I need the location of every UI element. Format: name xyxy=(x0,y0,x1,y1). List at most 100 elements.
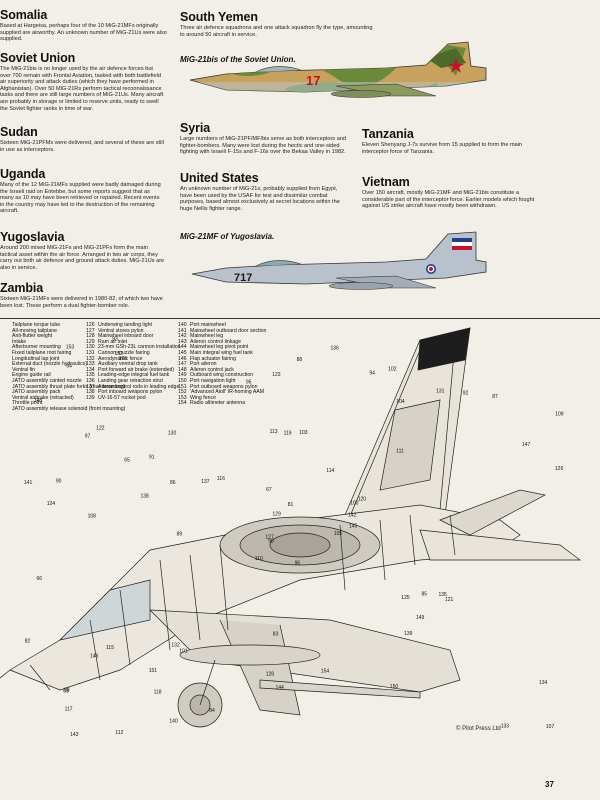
callout-number: 137 xyxy=(201,479,210,485)
key-text: Flap actuator fairing xyxy=(190,355,236,362)
key-text: JATO assembly release solenoid (front mo… xyxy=(12,405,126,412)
callout-number: 127 xyxy=(265,534,274,540)
key-text: Throttle point xyxy=(12,400,43,407)
entry-sudan: Sudan Sixteen MiG-21PFMs were delivered,… xyxy=(0,125,165,153)
key-text: Afterburner mounting xyxy=(12,344,61,351)
yugo-mig21-illustration: 717 xyxy=(191,231,487,290)
callout-number: 86 xyxy=(170,480,176,486)
key-text: Port inboard weapons pylon xyxy=(98,389,163,396)
key-text: Tailplane torque tube xyxy=(12,322,61,328)
callout-number: 81 xyxy=(288,502,294,508)
key-text: Landing gear retraction strut xyxy=(98,377,163,384)
callout-number: 143 xyxy=(70,732,79,738)
key-text: Outboard wing construction xyxy=(190,372,254,379)
key-number: 137 xyxy=(86,383,95,390)
entry-text: Over 150 aircraft, mostly MiG-21MF and M… xyxy=(362,190,535,210)
entry-title: Syria xyxy=(180,121,211,135)
callout-number: 151 xyxy=(149,668,158,674)
key-text: Aileron control rods in leading edge xyxy=(98,383,180,390)
key-text: Longitudinal lap joint xyxy=(12,355,60,362)
callout-number: 139 xyxy=(404,631,413,637)
section-divider xyxy=(0,318,600,319)
entry-soviet-union: Soviet Union The MiG-21bis is no longer … xyxy=(0,51,165,112)
key-number: 143 xyxy=(178,338,187,345)
key-number: 148 xyxy=(178,366,187,373)
key-text: Aerodynamic fence xyxy=(98,355,143,362)
key-entry: JATO assembly canted nozzle xyxy=(0,378,82,385)
callout-number: 84 xyxy=(209,708,215,714)
callout-number: 147 xyxy=(522,442,531,448)
callout-number: 110 xyxy=(255,556,263,562)
key-number: 144 xyxy=(178,344,187,351)
callout-number: 136 xyxy=(331,346,340,352)
entry-uganda: Uganda Many of the 12 MiG-21MFs supplied… xyxy=(0,167,165,215)
key-text: Port mainwheel xyxy=(190,322,226,328)
key-text: UV-16-57 rocket pod xyxy=(98,394,146,401)
callout-number: 146 xyxy=(90,653,99,659)
callout-number: 150 xyxy=(390,684,399,690)
entry-text: Sixteen MiG-21PFMs were delivered, and s… xyxy=(0,140,164,153)
entry-text: An unknown number of MiG-21s, probably s… xyxy=(180,186,340,212)
entry-title: Vietnam xyxy=(362,175,410,189)
key-number: 150 xyxy=(178,377,187,384)
callout-number: 135 xyxy=(439,592,448,598)
yugo-bort-number: 717 xyxy=(234,272,252,284)
callout-number: 125 xyxy=(401,595,410,601)
callout-number: 99 xyxy=(64,688,70,694)
entry-text: Around 200 mixed MiG-21Fs and MiG-21PFs … xyxy=(0,245,165,271)
callout-number: 145 xyxy=(349,524,358,530)
entry-text: The MiG-21bis is no longer used by the a… xyxy=(0,66,164,112)
callout-number: 85 xyxy=(422,592,428,598)
entry-text: Large numbers of MiG-21PF/MF/bis serve a… xyxy=(180,136,347,156)
key-text: Ventral fin xyxy=(12,366,36,373)
entry-text: Based at Hargeisa, perhaps four of the 1… xyxy=(0,23,167,43)
callout-number: 65 xyxy=(124,458,130,464)
key-entry: External duct (nozzle hydraulics) xyxy=(0,362,87,368)
key-entry: Afterburner mounting xyxy=(0,345,82,351)
key-number: 140 xyxy=(178,322,187,328)
key-entry: Intake xyxy=(0,339,82,346)
entry-text: Three air defence squadrons and one atta… xyxy=(180,25,373,38)
key-number: 129 xyxy=(86,338,95,345)
callout-number: 102 xyxy=(388,367,397,373)
key-text: Mainwheel outboard door section xyxy=(190,327,267,334)
callout-number: 98 xyxy=(268,539,274,545)
key-text: Aileron control jack xyxy=(190,366,234,373)
key-text: 23-mm GSh-23L cannon installation xyxy=(98,344,181,351)
entry-title: Sudan xyxy=(0,125,38,139)
entry-title: Zambia xyxy=(0,281,44,295)
key-number: 128 xyxy=(86,333,95,340)
key-text: Mainwheel leg pivot point xyxy=(190,344,249,351)
callout-number: 129 xyxy=(272,512,281,518)
callout-number: 109 xyxy=(555,412,564,418)
callout-number: 103 xyxy=(299,430,308,436)
callout-number: 116 xyxy=(217,476,225,482)
key-text: Mainwheel leg xyxy=(190,333,224,340)
key-number: 149 xyxy=(178,372,187,379)
callout-number: 115 xyxy=(106,645,114,651)
callout-number: 108 xyxy=(88,514,97,520)
soviet-bort-number: 17 xyxy=(306,73,320,88)
key-entry: JATO assembly thrust plate forks (rear m… xyxy=(0,384,125,391)
callout-number: 87 xyxy=(492,394,498,400)
callout-number: 96 xyxy=(295,560,301,566)
entry-yugoslavia: Yugoslavia Around 200 mixed MiG-21Fs and… xyxy=(0,230,165,271)
entry-south-yemen: South Yemen Three air defence squadrons … xyxy=(180,10,375,38)
key-text: Mainwheel inboard door xyxy=(98,333,154,340)
callout-number: 92 xyxy=(463,391,469,397)
callout-number: 95 xyxy=(246,380,252,386)
key-entry: JATO assembly release solenoid (front mo… xyxy=(0,406,125,413)
callout-number: 122 xyxy=(96,426,105,432)
